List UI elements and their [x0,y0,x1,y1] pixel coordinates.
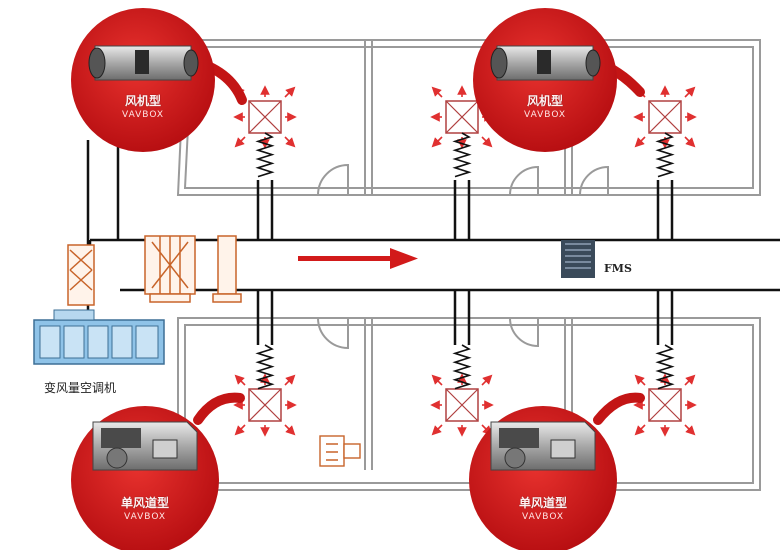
supply-diffuser-icon [430,373,494,437]
vav-callout [71,392,245,550]
vav-callout [473,8,645,152]
vav-callout [469,392,645,550]
flexible-duct-icon [655,132,675,178]
flexible-duct-icon [255,344,275,390]
flexible-duct-icon [655,344,675,390]
callout-model-bottom-left: VAVBOX [123,512,166,522]
vav-box-image-icon [490,45,601,81]
supply-diffuser-icon [430,85,494,149]
filter-icon [67,235,242,306]
supply-diffuser-icon [633,85,697,149]
air-handling-unit-icon [33,309,165,365]
thermostat-icon [319,435,361,467]
callout-title-bottom-right: 单风道型 [518,496,567,510]
callout-model-top-right: VAVBOX [523,110,566,120]
diffuser-group [233,85,697,437]
callout-title-top-right: 风机型 [526,94,563,108]
fms-label: FMS [604,262,632,275]
vav-box-image-icon [92,421,198,471]
fms-sensor-icon [561,240,595,278]
callout-model-bottom-right: VAVBOX [521,512,564,522]
callout-model-top-left: VAVBOX [121,110,164,120]
supply-diffuser-icon [633,373,697,437]
supply-diffuser-icon [233,85,297,149]
vav-callout [71,8,247,152]
vav-box-image-icon [490,421,596,471]
flexible-duct-icon [452,344,472,390]
callout-title-top-left: 风机型 [124,94,161,108]
callout-title-bottom-left: 单风道型 [120,496,169,510]
flexible-duct-icon [452,132,472,178]
vav-box-image-icon [88,45,199,81]
callout-group [71,8,645,550]
ahu-label: 变风量空调机 [44,381,117,395]
supply-diffuser-icon [233,373,297,437]
flexible-duct-icon [255,132,275,178]
flow-direction-arrow-icon [298,248,418,269]
